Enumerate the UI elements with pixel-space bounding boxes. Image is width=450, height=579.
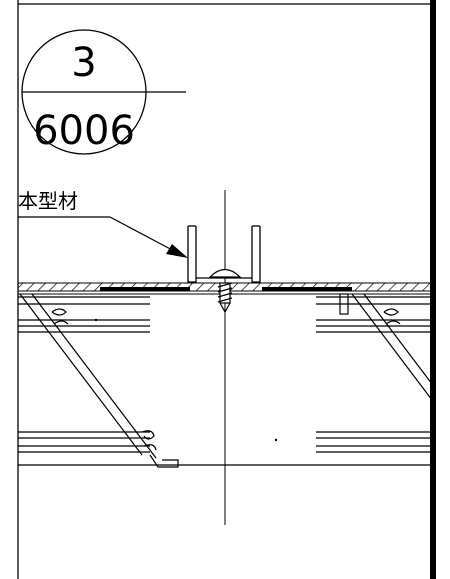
annotation-label: 本型材 [18, 189, 78, 213]
right-mullion [316, 293, 433, 453]
annotation-leader: 本型材 [18, 189, 188, 258]
reference-dots [94, 318, 278, 442]
detail-callout: 3 6006 [21, 29, 186, 155]
detail-sheet-number: 6006 [33, 108, 135, 154]
u-channel-profile [187, 225, 261, 283]
screw [208, 268, 242, 314]
leader-arrowhead [166, 244, 188, 258]
detail-number: 3 [71, 40, 96, 86]
left-mullion [18, 293, 179, 468]
